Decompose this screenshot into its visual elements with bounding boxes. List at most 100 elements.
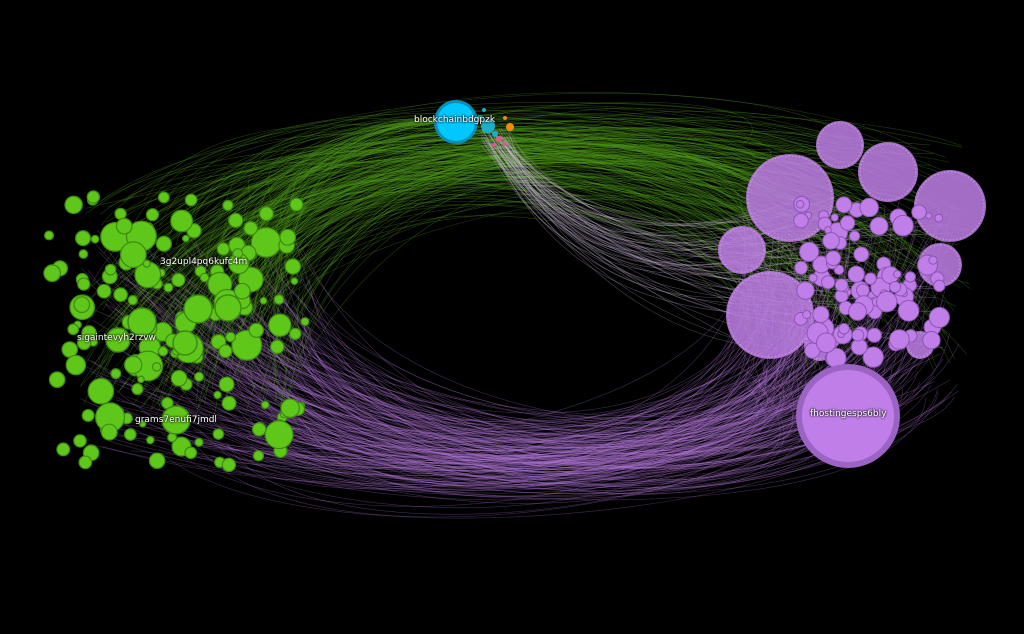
node[interactable] — [77, 277, 91, 291]
node[interactable] — [492, 131, 498, 137]
node[interactable] — [43, 264, 62, 283]
node[interactable] — [78, 249, 89, 259]
node[interactable] — [851, 328, 865, 342]
node[interactable] — [65, 354, 87, 376]
node[interactable] — [859, 197, 879, 218]
node[interactable] — [858, 142, 918, 202]
node[interactable] — [856, 283, 870, 298]
node[interactable] — [933, 279, 946, 293]
node[interactable] — [503, 142, 507, 146]
node[interactable] — [123, 428, 137, 441]
node[interactable] — [793, 212, 809, 229]
node[interactable] — [290, 277, 299, 286]
node[interactable] — [928, 255, 938, 265]
node[interactable] — [893, 270, 902, 279]
node[interactable] — [284, 258, 302, 275]
node[interactable] — [482, 108, 486, 112]
node[interactable] — [243, 221, 259, 236]
node[interactable] — [56, 442, 71, 457]
node[interactable] — [259, 296, 268, 305]
node[interactable] — [838, 322, 850, 335]
node[interactable] — [914, 170, 986, 242]
node[interactable] — [839, 215, 856, 231]
node[interactable] — [492, 143, 496, 147]
node[interactable] — [105, 327, 131, 353]
node[interactable] — [228, 212, 244, 229]
node[interactable] — [48, 371, 66, 389]
node[interactable] — [155, 235, 172, 252]
node[interactable] — [44, 230, 55, 241]
node[interactable] — [268, 313, 292, 337]
node[interactable] — [503, 116, 507, 120]
node[interactable] — [67, 323, 80, 336]
node[interactable] — [866, 327, 882, 343]
node[interactable] — [157, 346, 169, 357]
node[interactable] — [258, 206, 274, 222]
node[interactable] — [73, 296, 91, 314]
node[interactable] — [90, 234, 100, 244]
node[interactable] — [86, 190, 101, 204]
node[interactable] — [822, 232, 840, 250]
node[interactable] — [131, 382, 144, 396]
node[interactable] — [718, 226, 766, 274]
node[interactable] — [123, 355, 143, 375]
node[interactable] — [75, 230, 92, 247]
node[interactable] — [181, 234, 190, 243]
node[interactable] — [834, 278, 849, 292]
node[interactable] — [300, 317, 310, 327]
node[interactable] — [289, 327, 302, 341]
blue-node-cluster[interactable] — [434, 100, 514, 147]
node[interactable] — [78, 455, 93, 470]
node[interactable] — [221, 395, 237, 411]
node[interactable] — [864, 272, 877, 285]
node[interactable] — [821, 275, 836, 290]
node-label-green-top[interactable]: 3g2upl4pq6kufc4m — [160, 257, 248, 267]
node[interactable] — [875, 290, 898, 313]
node[interactable] — [81, 325, 97, 341]
node[interactable] — [161, 405, 191, 435]
node[interactable] — [212, 428, 225, 440]
node[interactable] — [96, 283, 112, 299]
node[interactable] — [260, 400, 270, 410]
node[interactable] — [835, 196, 853, 214]
node[interactable] — [100, 423, 118, 441]
node[interactable] — [897, 299, 920, 322]
node[interactable] — [795, 200, 805, 209]
node[interactable] — [113, 287, 129, 303]
node[interactable] — [796, 281, 815, 300]
node-label-blockchain[interactable]: blockchainbdgpzk — [414, 115, 496, 125]
node[interactable] — [213, 390, 222, 400]
node[interactable] — [157, 191, 170, 204]
node[interactable] — [221, 457, 237, 473]
node[interactable] — [889, 329, 910, 350]
node[interactable] — [146, 435, 155, 445]
node[interactable] — [847, 265, 865, 283]
node[interactable] — [104, 263, 117, 276]
node[interactable] — [862, 346, 884, 368]
node[interactable] — [477, 115, 483, 121]
node[interactable] — [869, 216, 889, 236]
node[interactable] — [222, 199, 234, 212]
node[interactable] — [170, 369, 188, 387]
node[interactable] — [280, 398, 300, 418]
node[interactable] — [138, 420, 147, 428]
node[interactable] — [279, 228, 297, 246]
node[interactable] — [496, 136, 502, 142]
node[interactable] — [816, 121, 864, 169]
node[interactable] — [808, 273, 818, 283]
node[interactable] — [170, 209, 194, 233]
node[interactable] — [848, 302, 867, 321]
node[interactable] — [934, 213, 944, 223]
node[interactable] — [231, 329, 263, 361]
node[interactable] — [289, 197, 304, 212]
node[interactable] — [746, 154, 834, 242]
node[interactable] — [81, 408, 95, 423]
blockchain-node[interactable] — [437, 103, 475, 141]
node[interactable] — [148, 452, 166, 470]
node[interactable] — [127, 294, 138, 306]
node[interactable] — [273, 294, 285, 305]
node[interactable] — [911, 204, 927, 220]
node[interactable] — [802, 309, 812, 319]
node[interactable] — [183, 294, 213, 324]
node[interactable] — [110, 368, 122, 380]
